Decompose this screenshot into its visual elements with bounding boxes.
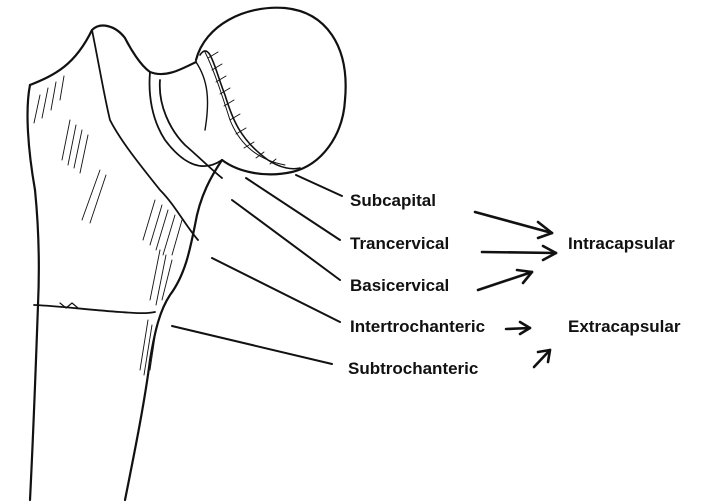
femur-outline: [28, 26, 222, 500]
group-arrows: [475, 212, 556, 367]
arrow-trancervical: [482, 252, 556, 253]
label-intertrochanteric: Intertrochanteric: [350, 317, 485, 337]
bone-shading: [34, 76, 182, 375]
pointer-subtrochanteric: [172, 326, 332, 364]
pointer-lines: [172, 175, 342, 364]
label-trancervical: Trancervical: [350, 234, 449, 254]
label-subtrochanteric: Subtrochanteric: [348, 359, 478, 379]
label-extracapsular: Extracapsular: [568, 317, 680, 337]
pointer-basicervical: [232, 200, 340, 280]
pointer-trancervical: [246, 178, 340, 240]
fracture-lines: [34, 30, 222, 313]
pointer-intertrochanteric: [212, 258, 340, 322]
pointer-subcapital: [296, 175, 342, 196]
label-subcapital: Subcapital: [350, 191, 436, 211]
label-basicervical: Basicervical: [350, 276, 449, 296]
femoral-head: [196, 8, 346, 175]
label-intracapsular: Intracapsular: [568, 234, 675, 254]
